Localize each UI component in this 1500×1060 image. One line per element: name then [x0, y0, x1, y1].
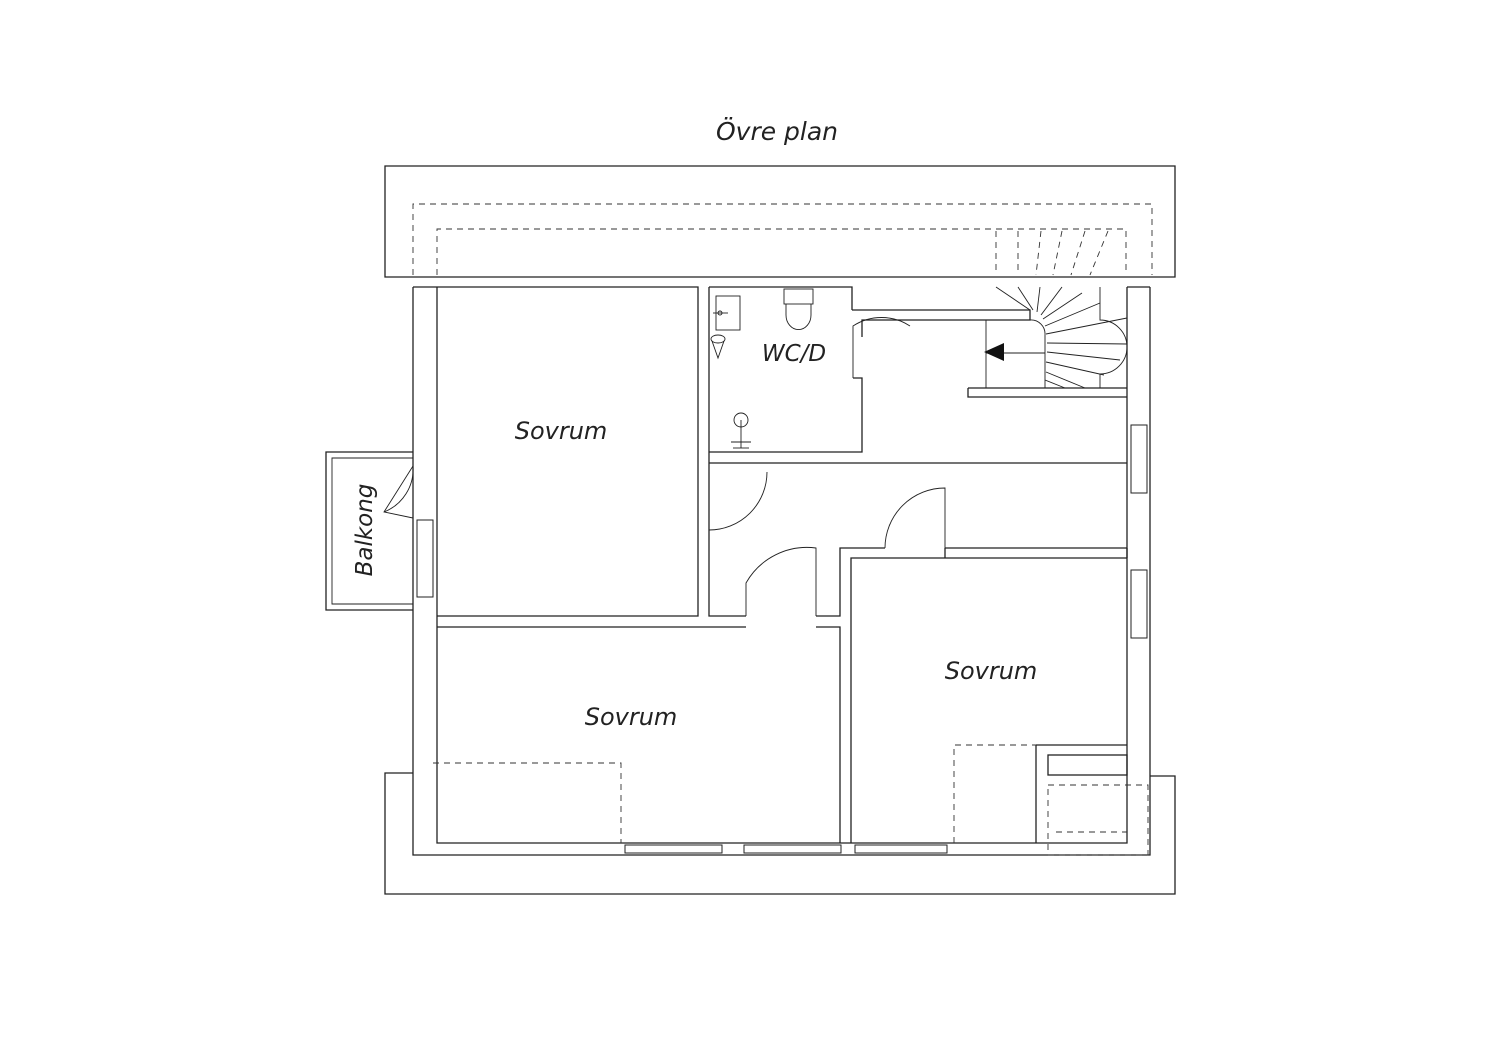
bathroom-fixtures	[710, 288, 814, 449]
roof-slope-lines	[433, 744, 1149, 856]
window-east-2	[1130, 569, 1148, 639]
door-balcony	[383, 465, 414, 519]
outer-walls	[412, 286, 1151, 856]
room-label-bedroom-1: Sovrum	[515, 417, 608, 445]
door-bedroom-2	[745, 546, 817, 616]
toilet-icon	[783, 288, 814, 305]
door-bedroom-3	[884, 487, 946, 549]
room-label-balcony: Balkong	[352, 484, 378, 577]
room-label-bedroom-3: Sovrum	[945, 657, 1038, 685]
stair-direction-arrow-icon	[984, 343, 1004, 361]
door-bedroom-1	[708, 471, 768, 531]
staircase	[984, 286, 1128, 389]
window-south-1	[624, 844, 723, 854]
window-west	[416, 519, 434, 598]
windows	[416, 424, 1148, 854]
room-label-bedroom-2: Sovrum	[585, 703, 678, 731]
balcony	[325, 451, 413, 611]
room-label-bathroom: WC/D	[762, 341, 826, 367]
door-bathroom	[852, 317, 911, 378]
plan-title: Övre plan	[716, 117, 838, 146]
interior-walls	[437, 286, 1128, 843]
window-south-2	[743, 844, 842, 854]
window-south-3	[854, 844, 948, 854]
roof-outline	[384, 165, 1176, 895]
roof-overhang-lines	[412, 203, 1153, 276]
window-east-1	[1130, 424, 1148, 494]
doors	[383, 317, 946, 616]
